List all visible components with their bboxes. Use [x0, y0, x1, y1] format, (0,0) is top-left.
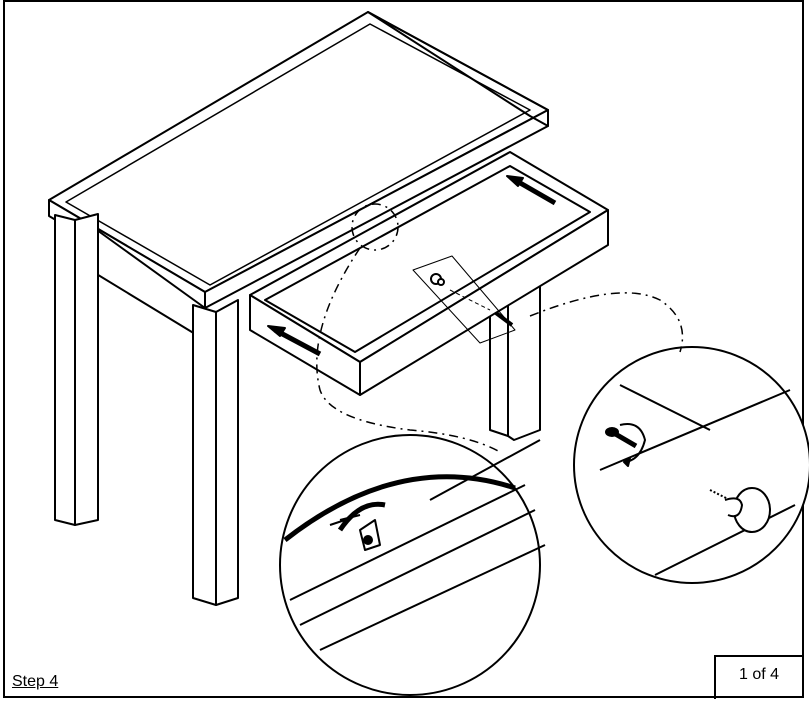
- step-label: Step 4: [12, 673, 59, 690]
- page-number-box: 1 of 4: [714, 655, 804, 699]
- page-border: [3, 0, 804, 698]
- page-number: 1 of 4: [738, 666, 780, 683]
- open-drawer-illustration: [249, 151, 609, 396]
- knob-screw-detail: [573, 346, 809, 584]
- console-table-illustration: [48, 11, 549, 606]
- drawer-stop-detail: [279, 434, 546, 696]
